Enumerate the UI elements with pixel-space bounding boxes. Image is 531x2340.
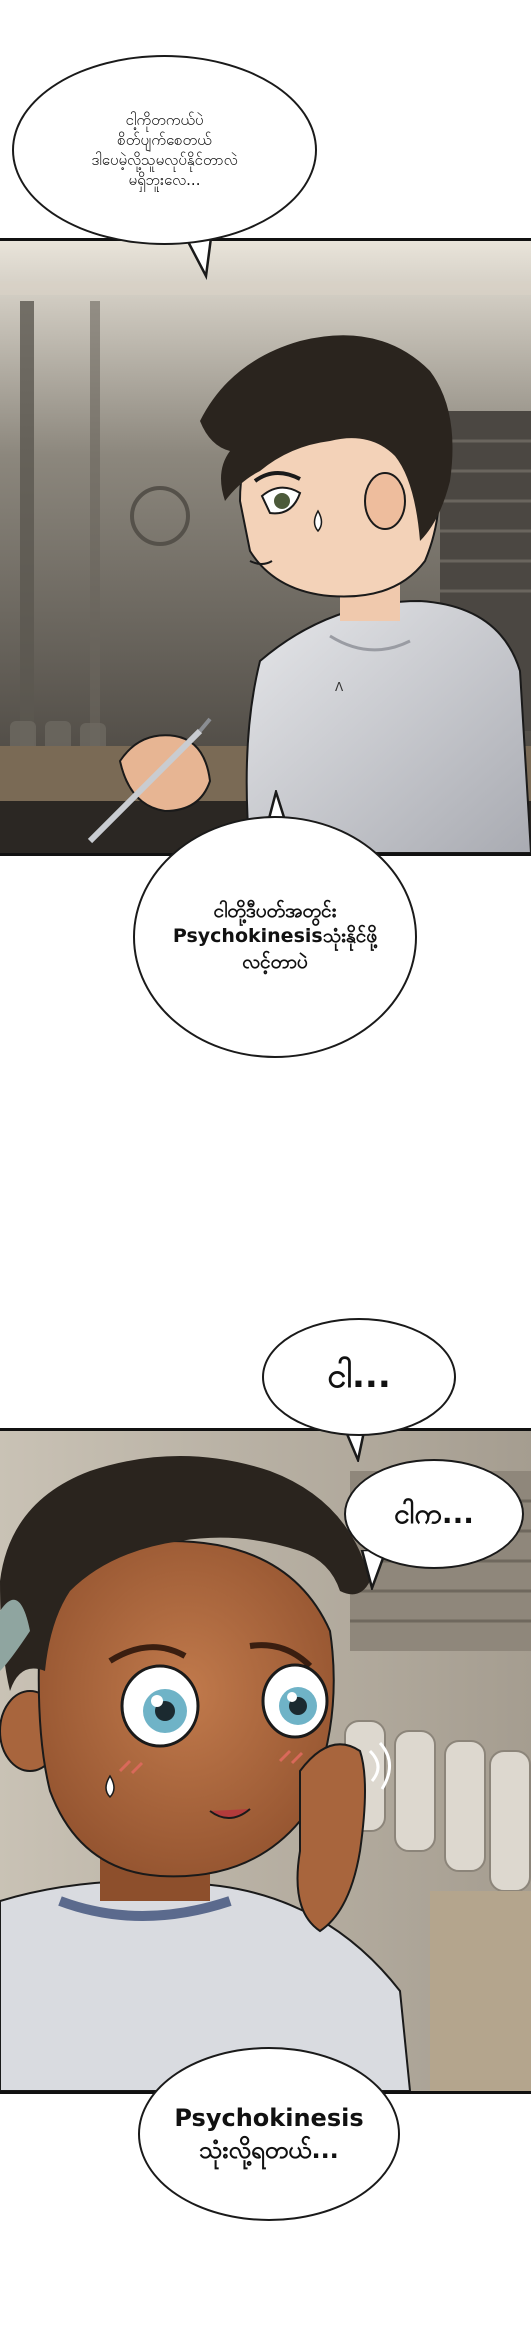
speech-bubble-2-text: ငါတို့ဒီပတ်အတွင်း Psychokinesisသုံးနိုင်… [172,899,378,973]
boy-eyebrow-left [108,1644,187,1664]
panel-2 [0,1431,531,2091]
chair [489,1750,531,1892]
speech-bubble-3-text: ငါ... [327,1356,391,1397]
boy-eyebrow-right [249,1642,313,1669]
boy-mouth [249,560,273,565]
boy-hair [200,335,453,541]
boy-ear [364,472,406,530]
sweat-drop [313,509,323,533]
speech-bubble-5: Psychokinesis သုံးလို့ရတယ်... [138,2047,400,2221]
chair [394,1730,436,1852]
panel-1: ᐱ [0,241,531,853]
fork [87,728,203,844]
speech-bubble-2: ငါတို့ဒီပတ်အတွင်း Psychokinesisသုံးနိုင်… [133,816,417,1058]
boy-hair [0,1456,370,1691]
shirt-collar [58,1896,232,1921]
table [430,1891,531,2091]
panel-1-top-border [0,238,531,241]
shirt-collar [329,634,411,652]
pillar [90,301,100,781]
boy-shirt [0,1880,412,2091]
speech-bubble-1-text: ငါ့ကိုတကယ်ပဲ စိတ်ပျက်စေတယ် ဒါပေမဲ့လို့သူ… [91,110,238,190]
speech-bubble-1: ငါ့ကိုတကယ်ပဲ စိတ်ပျက်စေတယ် ဒါပေမဲ့လို့သူ… [12,55,317,245]
speech-bubble-4-text: ငါက... [394,1497,474,1531]
panel-2-art [0,1431,531,2091]
boy-eyebrow [253,471,301,483]
boy-iris [274,493,290,509]
boy-shirt [245,599,531,853]
boy-mouth [209,1808,251,1819]
panel-1-art: ᐱ [0,241,531,853]
ceiling-beam [0,281,531,295]
bubble-4-tail [360,1550,388,1590]
speech-bubble-4: ငါက... [344,1459,524,1569]
chair [444,1740,486,1872]
speech-bubble-5-text: Psychokinesis သုံးလို့ရတယ်... [174,2103,364,2164]
wall-clock [130,486,190,546]
shirt-logo: ᐱ [335,680,344,694]
pillar [20,301,34,801]
speech-bubble-3: ငါ... [262,1318,456,1436]
sweat-drop [105,1774,115,1799]
boy-hair-shaved-side [0,1599,30,1671]
boy-finger [296,1743,366,1933]
panel-2-top-border [0,1428,531,1431]
